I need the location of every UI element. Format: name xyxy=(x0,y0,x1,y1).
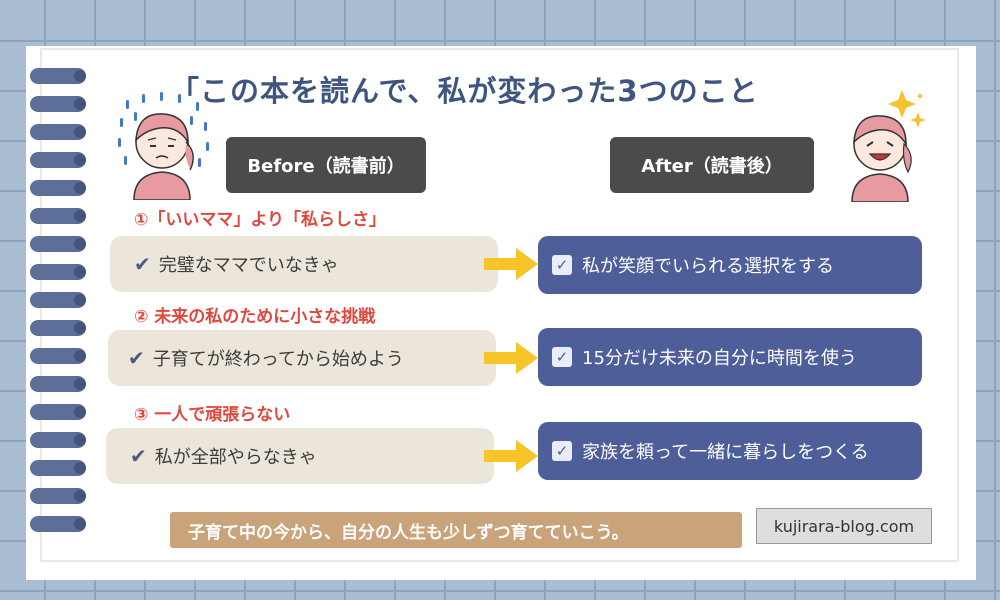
before-item: ✔ 子育てが終わってから始めよう xyxy=(108,330,496,386)
spiral-ring xyxy=(30,96,86,112)
section-heading: ③ 一人で頑張らない xyxy=(134,405,291,425)
right-arrow-icon xyxy=(484,248,538,280)
site-link[interactable]: kujirara-blog.com xyxy=(756,508,932,544)
checkmark-icon: ✔ xyxy=(128,346,145,370)
checkbox-icon: ✓ xyxy=(552,255,572,275)
after-item-text: 家族を頼って一緒に暮らしをつくる xyxy=(582,442,869,463)
spiral-ring xyxy=(30,348,86,364)
after-item: ✓ 15分だけ未来の自分に時間を使う xyxy=(538,328,922,386)
after-item: ✓ 家族を頼って一緒に暮らしをつくる xyxy=(538,422,922,480)
after-item-text: 私が笑顔でいられる選択をする xyxy=(582,256,834,277)
spiral-ring xyxy=(30,404,86,420)
section-heading: ①「いいママ」より「私らしさ」 xyxy=(134,210,387,230)
spiral-ring xyxy=(30,68,86,84)
spiral-ring xyxy=(30,292,86,308)
after-item-text: 15分だけ未来の自分に時間を使う xyxy=(582,348,857,369)
before-label: Before（読書前） xyxy=(226,137,426,193)
before-item-text: 完璧なママでいなきゃ xyxy=(158,255,339,276)
spiral-ring xyxy=(30,320,86,336)
right-arrow-icon xyxy=(484,440,538,472)
after-label: After（読書後） xyxy=(610,137,814,193)
worried-woman-icon xyxy=(118,92,209,200)
checkmark-icon: ✔ xyxy=(130,444,147,468)
page-title: 「この本を読んで、私が変わった3つのこと xyxy=(170,74,759,108)
spiral-ring xyxy=(30,432,86,448)
footer-tape xyxy=(170,512,742,548)
spiral-ring xyxy=(30,264,86,280)
spiral-ring xyxy=(30,208,86,224)
spiral-ring xyxy=(30,124,86,140)
footer-message: 子育て中の今から、自分の人生も少しずつ育てていこう。 xyxy=(188,523,629,543)
after-item: ✓ 私が笑顔でいられる選択をする xyxy=(538,236,922,294)
checkbox-icon: ✓ xyxy=(552,347,572,367)
right-arrow-icon xyxy=(484,342,538,374)
checkbox-icon: ✓ xyxy=(552,441,572,461)
spiral-ring xyxy=(30,488,86,504)
spiral-ring xyxy=(30,516,86,532)
happy-woman-icon xyxy=(851,90,926,202)
before-item-text: 私が全部やらなきゃ xyxy=(154,447,317,468)
before-item: ✔ 完璧なママでいなきゃ xyxy=(110,236,498,292)
spiral-ring xyxy=(30,376,86,392)
before-item: ✔ 私が全部やらなきゃ xyxy=(106,428,494,484)
spiral-ring xyxy=(30,152,86,168)
spiral-ring xyxy=(30,460,86,476)
spiral-ring xyxy=(30,236,86,252)
spiral-ring xyxy=(30,180,86,196)
checkmark-icon: ✔ xyxy=(134,252,151,276)
before-item-text: 子育てが終わってから始めよう xyxy=(152,349,404,370)
section-heading: ② 未来の私のために小さな挑戦 xyxy=(134,307,376,327)
